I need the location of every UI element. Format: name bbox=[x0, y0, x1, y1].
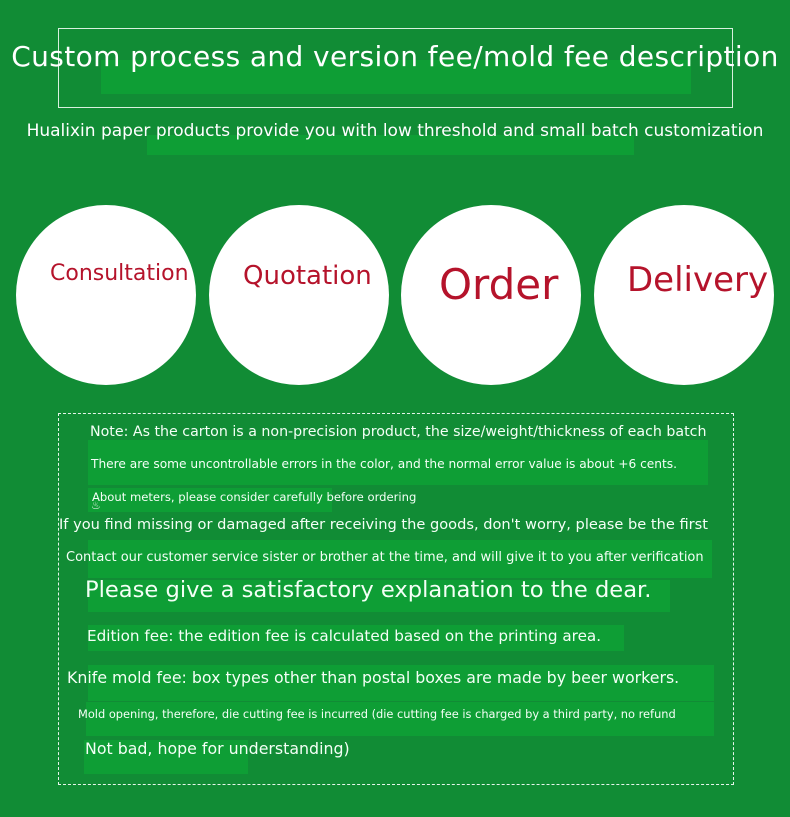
note-highlight bbox=[84, 740, 248, 774]
note-highlight bbox=[88, 540, 712, 578]
note-highlight bbox=[88, 665, 714, 701]
note-highlight bbox=[86, 702, 714, 736]
step-circle-delivery bbox=[594, 205, 774, 385]
title-highlight bbox=[101, 60, 691, 94]
small-graphic-icon: ♨ bbox=[91, 499, 101, 512]
note-highlight bbox=[88, 440, 708, 485]
note-line-6: Please give a satisfactory explanation t… bbox=[85, 577, 652, 603]
page-title: Custom process and version fee/mold fee … bbox=[11, 40, 779, 73]
step-label-consultation: Consultation bbox=[50, 261, 189, 286]
step-circle-quotation bbox=[209, 205, 389, 385]
step-label-quotation: Quotation bbox=[243, 261, 372, 291]
step-circle-order bbox=[401, 205, 581, 385]
page-subtitle: Hualixin paper products provide you with… bbox=[26, 121, 764, 141]
step-label-delivery: Delivery bbox=[627, 260, 769, 300]
note-line-10: Not bad, hope for understanding) bbox=[85, 739, 350, 758]
subtitle-highlight bbox=[147, 135, 634, 155]
note-line-7: Edition fee: the edition fee is calculat… bbox=[87, 627, 602, 645]
step-label-order: Order bbox=[439, 260, 559, 309]
note-line-8: Knife mold fee: box types other than pos… bbox=[67, 668, 680, 687]
note-line-1: Note: As the carton is a non-precision p… bbox=[90, 424, 707, 440]
note-line-5: Contact our customer service sister or b… bbox=[66, 550, 704, 565]
note-highlight bbox=[88, 580, 670, 612]
note-line-2: There are some uncontrollable errors in … bbox=[91, 457, 678, 471]
note-line-4: If you find missing or damaged after rec… bbox=[59, 516, 709, 533]
note-line-3: About meters, please consider carefully … bbox=[92, 490, 417, 504]
step-circle-consultation bbox=[16, 205, 196, 385]
note-highlight bbox=[88, 625, 624, 651]
note-line-9: Mold opening, therefore, die cutting fee… bbox=[78, 707, 676, 721]
note-highlight bbox=[88, 488, 332, 512]
title-frame bbox=[58, 28, 733, 108]
notes-panel bbox=[58, 413, 734, 785]
